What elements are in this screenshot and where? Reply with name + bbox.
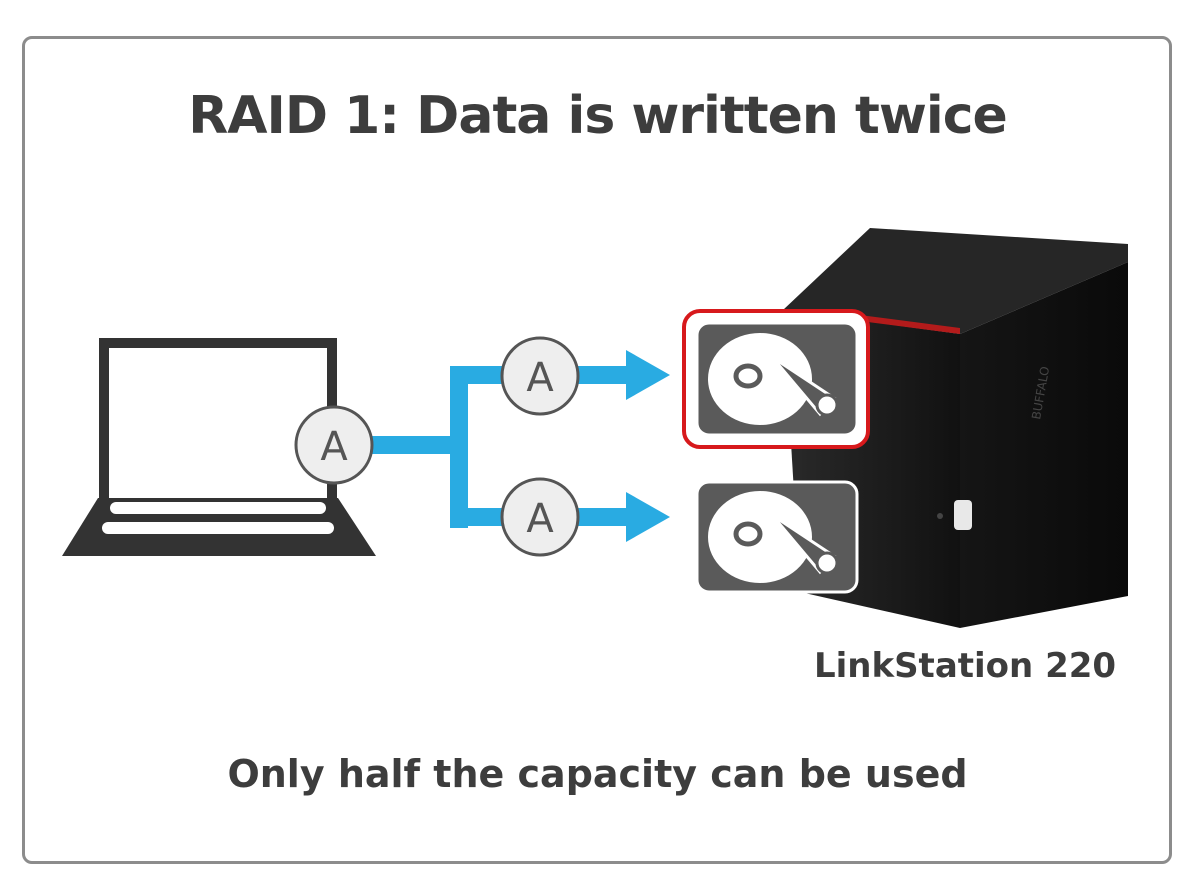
device-label: LinkStation 220	[813, 646, 1117, 686]
svg-text:A: A	[526, 355, 554, 401]
svg-text:A: A	[320, 424, 348, 470]
data-block-badge-disk-1: A	[500, 336, 580, 416]
data-block-badge-laptop: A	[294, 405, 374, 485]
hard-disk-icon	[695, 480, 859, 594]
svg-text:A: A	[526, 496, 554, 542]
hard-disk-icon	[682, 309, 870, 449]
data-block-badge-disk-2: A	[500, 477, 580, 557]
capacity-note: Only half the capacity can be used	[227, 752, 968, 796]
diagram-title: RAID 1: Data is written twice	[188, 86, 1008, 146]
laptop-icon	[62, 338, 376, 556]
